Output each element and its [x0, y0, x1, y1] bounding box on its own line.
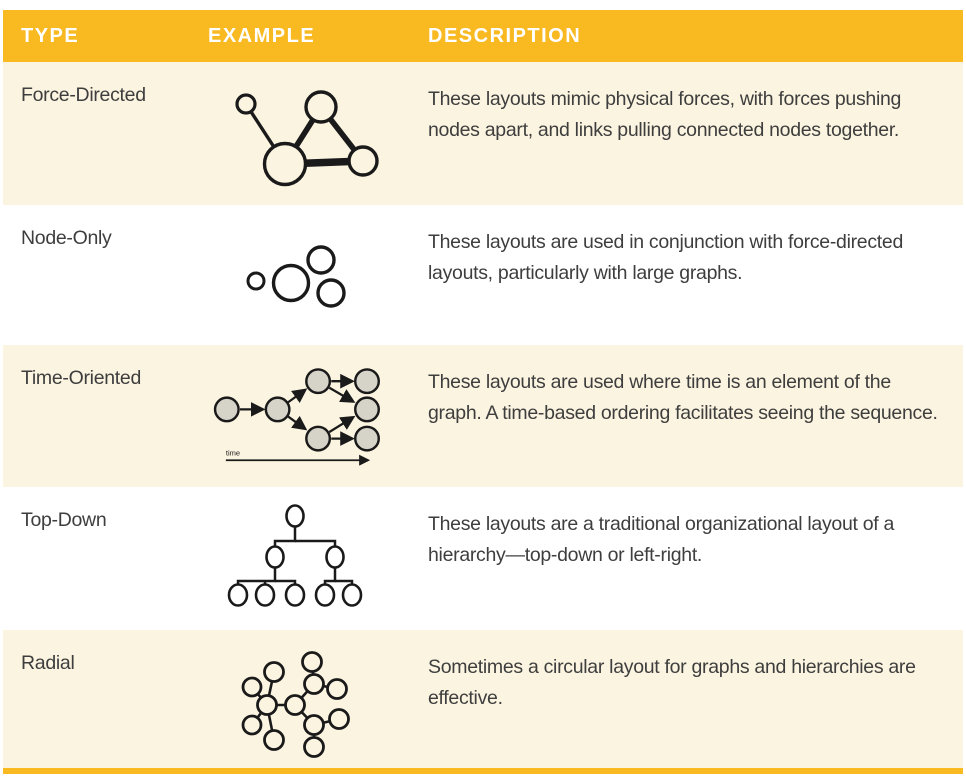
top-down-tree-icon: [227, 504, 362, 607]
example-cell: [208, 487, 428, 630]
description-text: These layouts are a traditional organiza…: [428, 513, 895, 566]
table-row-time-oriented: Time-Oriented: [3, 345, 963, 487]
example-cell: [208, 630, 428, 768]
table-row-top-down: Top-Down These layouts are a traditio: [3, 487, 963, 630]
example-cell: [208, 205, 428, 345]
node-only-circles-icon: [246, 245, 346, 308]
time-axis-label: time: [226, 449, 240, 458]
column-header-example: EXAMPLE: [208, 24, 316, 47]
type-label: Top-Down: [21, 509, 107, 531]
type-label: Node-Only: [21, 227, 112, 249]
table-row-node-only: Node-Only These layouts are used in conj…: [3, 205, 963, 345]
column-header-type: TYPE: [21, 24, 80, 47]
table-header-row: TYPE EXAMPLE DESCRIPTION: [3, 10, 963, 62]
radial-graph-icon: [241, 651, 350, 758]
type-label: Time-Oriented: [21, 367, 141, 389]
description-text: These layouts are used where time is an …: [428, 371, 938, 424]
example-cell: [208, 62, 428, 205]
description-text: These layouts are used in conjunction wi…: [428, 231, 903, 284]
force-directed-graph-icon: [234, 90, 379, 187]
type-label: Force-Directed: [21, 84, 146, 106]
example-cell: time: [208, 345, 428, 487]
table-row-force-directed: Force-Directed These layouts mimic physi…: [3, 62, 963, 205]
table-row-radial: Radial: [3, 630, 963, 768]
type-label: Radial: [21, 652, 75, 674]
time-oriented-dag-icon: time: [213, 368, 380, 466]
table-bottom-rule: [3, 768, 963, 774]
description-text: These layouts mimic physical forces, wit…: [428, 88, 902, 141]
layout-types-table: TYPE EXAMPLE DESCRIPTION Force-Directed …: [3, 10, 963, 774]
description-text: Sometimes a circular layout for graphs a…: [428, 656, 916, 709]
column-header-description: DESCRIPTION: [428, 24, 582, 47]
